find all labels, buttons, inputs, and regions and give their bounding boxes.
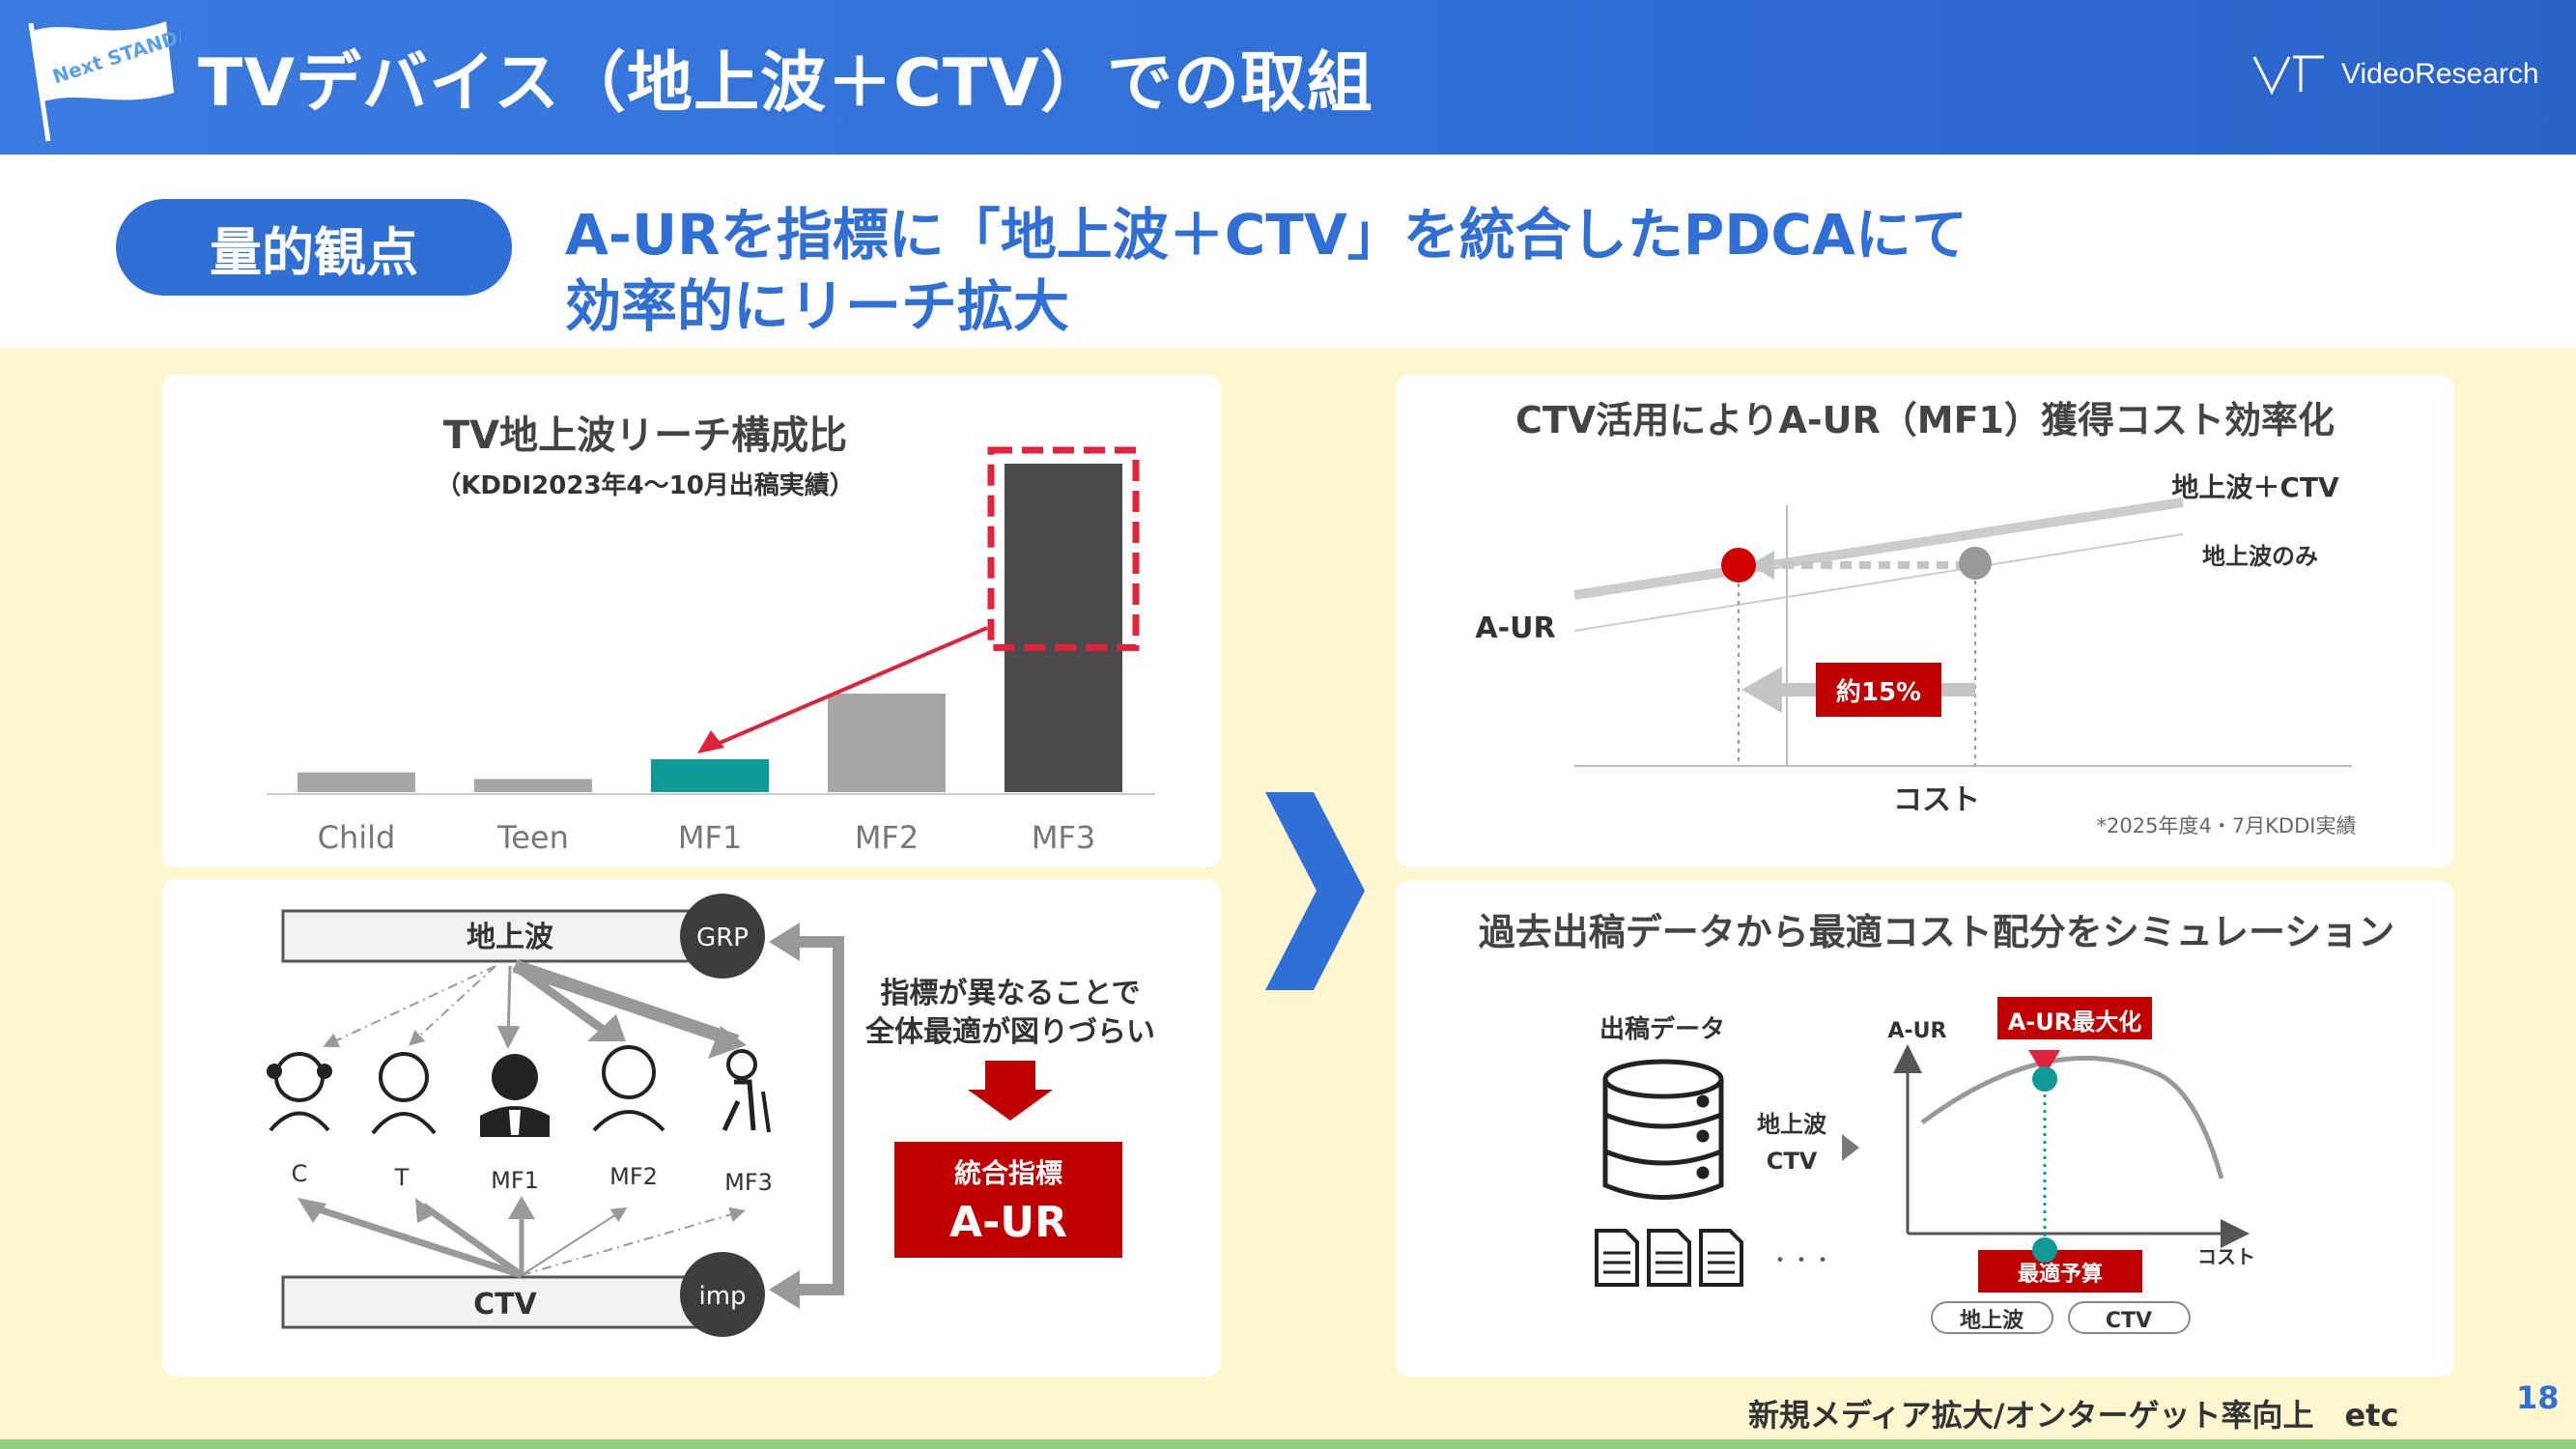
max-label-box: [1997, 997, 2152, 1039]
optimal-point: [2032, 1066, 2057, 1092]
terrestrial-point: [1959, 547, 1992, 580]
simulation-diagram: 過去出稿データから最適コスト配分をシミュレーション 出稿データ ・・・ 地上波 …: [1479, 911, 2394, 1334]
unified-metric-value: A-UR: [949, 1198, 1067, 1247]
cost-panel: [1396, 375, 2454, 867]
line-label-combined: 地上波＋CTV: [2171, 471, 2339, 503]
down-arrow-icon: [968, 1061, 1053, 1121]
grp-label: GRP: [696, 923, 749, 952]
mf3-icon: [722, 1049, 771, 1133]
flow-diagram: 地上波 GRP CTV imp C T MF1 MF2 MF3: [267, 894, 1155, 1337]
target-label-mf3: MF3: [724, 1169, 773, 1196]
header-bar: [0, 0, 2576, 155]
flow-note-1: 指標が異なることで: [880, 977, 1140, 1010]
combined-point: [1721, 548, 1756, 582]
grp-badge: [680, 894, 765, 979]
chip-terrestrial: [1931, 1301, 2053, 1334]
max-marker-icon: [2028, 1050, 2060, 1076]
reach-chart-subtitle: （KDDI2023年4～10月出稿実績）: [436, 471, 855, 500]
mf3-highlight-box: [987, 446, 1140, 651]
simulation-panel: [1396, 881, 2454, 1377]
unified-metric-label: 統合指標: [954, 1157, 1062, 1189]
reach-chart-title: TV地上波リーチ構成比: [442, 413, 848, 458]
chip-ctv: [2068, 1301, 2191, 1334]
unified-metric-box: [894, 1142, 1122, 1258]
teen-icon: [371, 1052, 437, 1135]
cost-x-label: コスト: [1893, 783, 1980, 817]
imp-badge: [680, 1252, 765, 1337]
mf1-icon: [480, 1054, 550, 1137]
cost-y-label: A-UR: [1475, 611, 1555, 645]
flow-note-2: 全体最適が図りづらい: [864, 1015, 1155, 1049]
chip-ctv-label: CTV: [2106, 1309, 2152, 1333]
budget-label: 最適予算: [2018, 1262, 2103, 1287]
target-label-mf2: MF2: [609, 1163, 658, 1190]
next-standard-flag-logo: Next STANDARD: [12, 12, 224, 144]
footer-bar: [0, 1439, 2576, 1449]
tick-label-teen: Teen: [496, 819, 569, 856]
bar-mf1: [651, 759, 769, 792]
page-title: TVデバイス（地上波＋CTV）での取組: [198, 45, 1373, 122]
reach-bar-chart: Child Teen MF1 MF2 MF3: [267, 446, 1155, 856]
bar-teen: [474, 779, 592, 792]
efficiency-badge: [1816, 663, 1941, 717]
brand-name: VideoResearch: [2341, 58, 2539, 90]
cost-efficiency-diagram: CTV活用によりA-UR（MF1）獲得コスト効率化 地上波＋CTV 地上波のみ …: [1475, 399, 2357, 838]
tick-label-mf1: MF1: [678, 819, 742, 856]
play-arrow-icon: [1842, 1134, 1859, 1161]
mf2-icon: [592, 1045, 665, 1132]
max-label: A-UR最大化: [2008, 1009, 2142, 1036]
highlight-arrowhead: [697, 730, 724, 753]
response-curve: [1920, 1055, 2224, 1179]
terrestrial-box: [281, 909, 710, 963]
input-label-terrestrial: 地上波: [1757, 1111, 1827, 1138]
terrestrial-label: 地上波: [467, 921, 554, 954]
highlight-arrow: [703, 626, 988, 752]
target-label-c: C: [292, 1160, 308, 1187]
data-label: 出稿データ: [1599, 1014, 1725, 1044]
headline-line-1: A-URを指標に「地上波＋CTV」を統合したPDCAにて: [565, 202, 1967, 268]
target-label-mf1: MF1: [491, 1167, 539, 1194]
input-label-ctv: CTV: [1767, 1148, 1818, 1175]
cost-footnote: *2025年度4・7月KDDI実績: [2097, 814, 2357, 838]
perspective-pill: 量的観点: [116, 199, 512, 296]
efficiency-value: 約15%: [1836, 677, 1921, 707]
database-icon: [1602, 1059, 1724, 1200]
headline-line-2: 効率的にリーチ拡大: [565, 273, 1070, 339]
ctv-label: CTV: [473, 1288, 537, 1321]
footer-text: 新規メディア拡大/オンターゲット率向上 etc: [1748, 1397, 2399, 1434]
bar-child: [297, 772, 415, 792]
chevron-right-icon: [1265, 792, 1365, 990]
sim-x-label: コスト: [2197, 1245, 2255, 1268]
ctv-box: [281, 1275, 710, 1329]
target-label-t: T: [394, 1164, 410, 1191]
chip-terrestrial-label: 地上波: [1960, 1309, 2024, 1333]
target-icons: [267, 1045, 771, 1137]
document-icons: [1595, 1229, 1743, 1287]
budget-point: [2032, 1237, 2057, 1263]
page-number: 18: [2516, 1379, 2560, 1416]
tick-label-mf3: MF3: [1032, 819, 1095, 856]
line-label-terrestrial: 地上波のみ: [2202, 543, 2318, 570]
bar-mf2: [828, 694, 946, 792]
tick-label-child: Child: [318, 819, 396, 856]
imp-label: imp: [698, 1282, 746, 1311]
more-dots: ・・・: [1769, 1249, 1833, 1273]
budget-label-box: [1978, 1250, 2142, 1293]
child-icon: [267, 1052, 332, 1132]
sim-y-label: A-UR: [1888, 1019, 1947, 1043]
tick-label-mf2: MF2: [855, 819, 919, 856]
bar-mf3: [1005, 464, 1122, 792]
cost-panel-title: CTV活用によりA-UR（MF1）獲得コスト効率化: [1515, 399, 2335, 441]
simulation-title: 過去出稿データから最適コスト配分をシミュレーション: [1479, 911, 2394, 953]
videoresearch-logo-icon: [2252, 55, 2324, 96]
brand: VideoResearch: [2250, 53, 2539, 96]
